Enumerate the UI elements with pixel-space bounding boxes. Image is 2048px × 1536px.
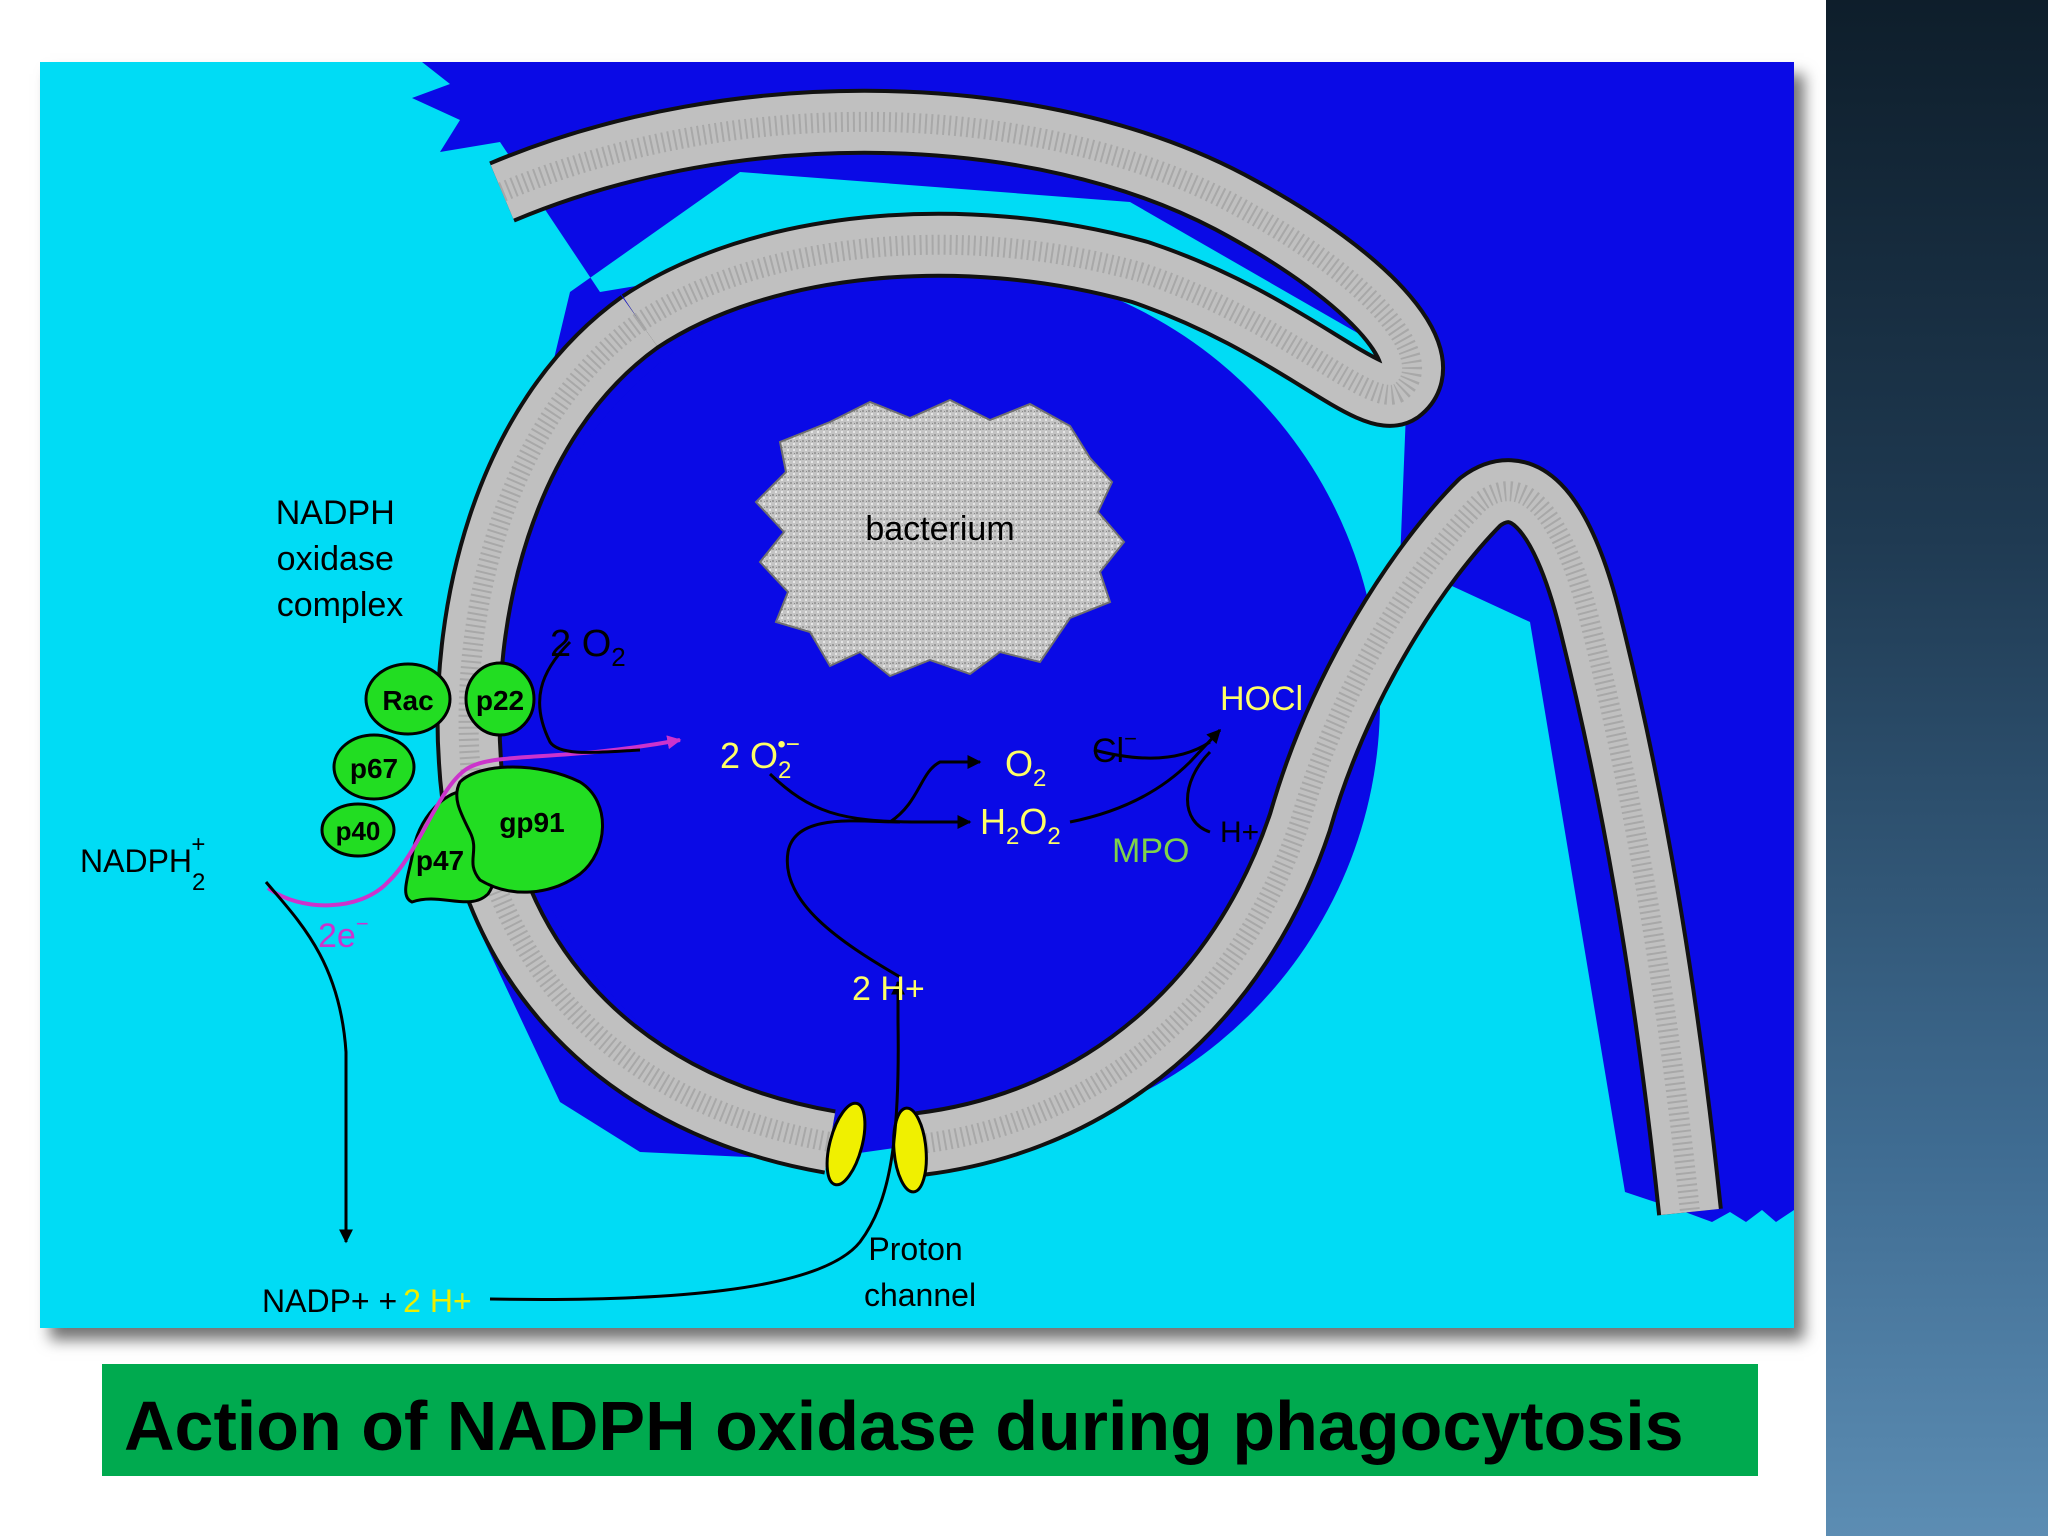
h2o2-label: H2O2 [980,801,1061,850]
p40-label: p40 [336,816,381,846]
o2-input-arrow [538,640,641,754]
proton-channel-subunit-left [825,1101,867,1187]
p22-protein [464,661,536,737]
p67-label: p67 [350,753,398,784]
rac-label: Rac [382,685,433,716]
p67-protein [332,733,416,801]
proton-channel-label: Proton channel [864,1231,976,1313]
oxygen-input-label: 2 O2 [550,623,626,672]
superoxide-label: 2 O2•− [720,731,800,784]
dismutation-o2-arrow [889,755,982,824]
gp91-protein [455,765,604,894]
complex-title: NADPH oxidase complex [276,494,404,624]
hydrogen-arrow [1186,750,1212,834]
caption-bar [102,1364,1758,1476]
electron-label: 2e− [318,911,369,955]
p22-label: p22 [476,685,524,716]
proton-label: 2 H+ [852,970,925,1008]
p47-label: p47 [416,845,464,876]
mpo-label: MPO [1112,832,1189,870]
bacterium-shape [754,398,1126,678]
phagosome-lumen [500,262,1380,1142]
chloride-arrow [1093,740,1211,760]
oxygen-product-label: O2 [1005,743,1046,792]
chloride-label: Cl− [1092,726,1137,770]
nadp-label: NADP+ +2 H+ [262,1283,472,1319]
nadph-to-nadp-arrow [264,881,353,1244]
decorative-side-panel [1826,0,2048,1536]
bacterium-label: bacterium [865,510,1014,548]
proton-release-arrow [489,980,905,1301]
rac-protein [364,662,452,736]
p40-protein [320,802,396,858]
hydrogen-ion-label: H+ [1220,816,1259,849]
hocl-label: HOCl [1220,680,1303,718]
electron-path [266,735,682,908]
gp91-label: gp91 [499,807,564,838]
h2o2-to-hocl-arrow [1069,728,1222,824]
slide-caption: Action of NADPH oxidase during phagocyto… [124,1387,1684,1465]
superoxide-to-h2o2-arrow [768,772,972,829]
nadph-oxidase-diagram: NADPH oxidase complex bacterium Rac p22 … [40,62,1794,1328]
nadph-label: NADPH2+ [80,831,205,896]
proton-to-dismutation-arrow [785,819,901,979]
